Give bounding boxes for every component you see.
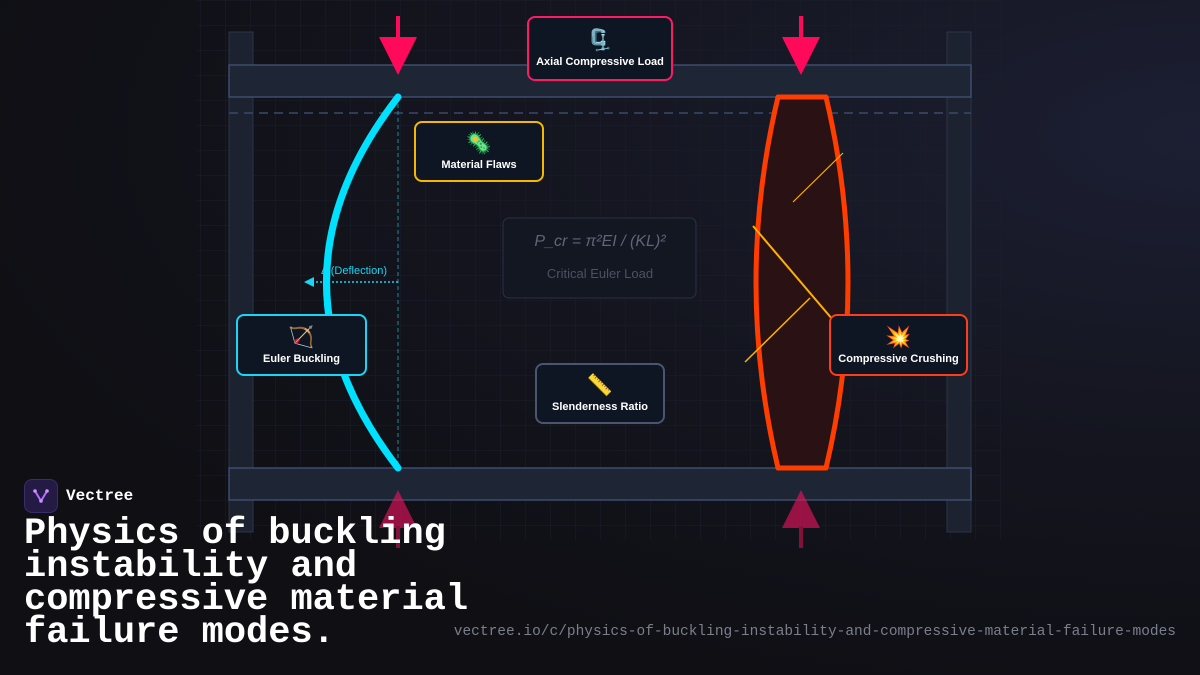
source-url: vectree.io/c/physics-of-buckling-instabi… bbox=[453, 624, 1176, 640]
vectree-logo-icon bbox=[24, 479, 58, 513]
axial-load-label: Axial Compressive Load bbox=[536, 56, 664, 68]
slenderness-ratio-card: 📏 Slenderness Ratio bbox=[535, 363, 665, 424]
ruler-icon: 📏 bbox=[586, 373, 614, 397]
crack-line bbox=[744, 297, 811, 363]
brand: Vectree bbox=[24, 479, 133, 513]
clamp-icon: 🗜️ bbox=[586, 28, 614, 52]
collision-icon: 💥 bbox=[885, 324, 912, 349]
bow-and-arrow-icon: 🏹 bbox=[288, 324, 315, 349]
formula-equation: P_cr = π²EI / (KL)² bbox=[534, 233, 666, 250]
buckled-column bbox=[323, 93, 402, 472]
frame-left-post bbox=[228, 31, 254, 533]
deflection-arrow-head bbox=[304, 277, 314, 287]
compressive-crushing-label: Compressive Crushing bbox=[838, 352, 959, 365]
frame-right-post bbox=[946, 31, 972, 533]
load-arrow-top-right bbox=[782, 16, 820, 75]
reaction-arrow-bottom-left bbox=[379, 490, 417, 548]
slenderness-ratio-label: Slenderness Ratio bbox=[552, 401, 648, 413]
euler-buckling-label: Euler Buckling bbox=[262, 352, 341, 365]
formula-box bbox=[502, 217, 697, 299]
formula-caption: Critical Euler Load bbox=[547, 266, 653, 281]
crack-line bbox=[792, 152, 844, 203]
bottom-beam bbox=[228, 467, 972, 501]
microbe-icon: 🦠 bbox=[465, 131, 493, 155]
material-flaws-label: Material Flaws bbox=[441, 159, 517, 171]
axial-load-card: 🗜️ Axial Compressive Load bbox=[527, 16, 673, 81]
compressive-crushing-card: 💥 Compressive Crushing bbox=[829, 314, 968, 376]
deflection-label: Δ (Deflection) bbox=[321, 265, 387, 277]
euler-buckling-card: 🏹 Euler Buckling bbox=[236, 314, 367, 376]
top-beam bbox=[228, 64, 972, 98]
reaction-arrow-bottom-right bbox=[782, 490, 820, 548]
material-flaws-card: 🦠 Material Flaws bbox=[414, 121, 544, 182]
brand-name: Vectree bbox=[66, 487, 134, 505]
load-arrow-top-left bbox=[379, 16, 417, 75]
page-title: Physics of buckling instability and comp… bbox=[24, 513, 469, 654]
